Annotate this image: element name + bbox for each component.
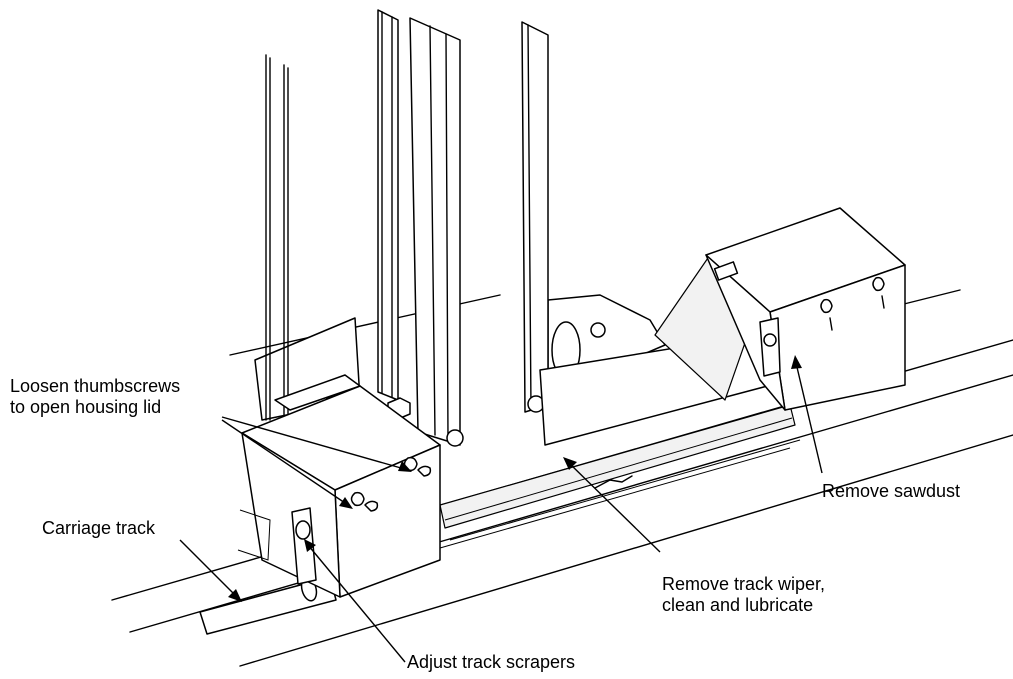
right-thumbscrews — [820, 276, 885, 331]
right-track-scraper — [759, 317, 781, 377]
left-track-scraper — [291, 507, 317, 585]
callout-track-wiper-line1: Remove track wiper, — [662, 574, 826, 594]
callout-thumbscrews-line1: Loosen thumbscrews — [10, 376, 181, 396]
callout-thumbscrews-line2: to open housing lid — [10, 397, 162, 417]
lower-channel — [439, 404, 801, 549]
left-housing — [241, 374, 441, 598]
callout-track-wiper-line2: clean and lubricate — [662, 595, 814, 615]
track-tag — [237, 509, 271, 561]
callout-track-scrapers: Adjust track scrapers — [407, 652, 576, 672]
vertical-columns — [265, 9, 549, 446]
callout-sawdust: Remove sawdust — [822, 481, 961, 501]
callout-carriage-track: Carriage track — [42, 518, 156, 538]
callout-leaders — [179, 355, 823, 663]
